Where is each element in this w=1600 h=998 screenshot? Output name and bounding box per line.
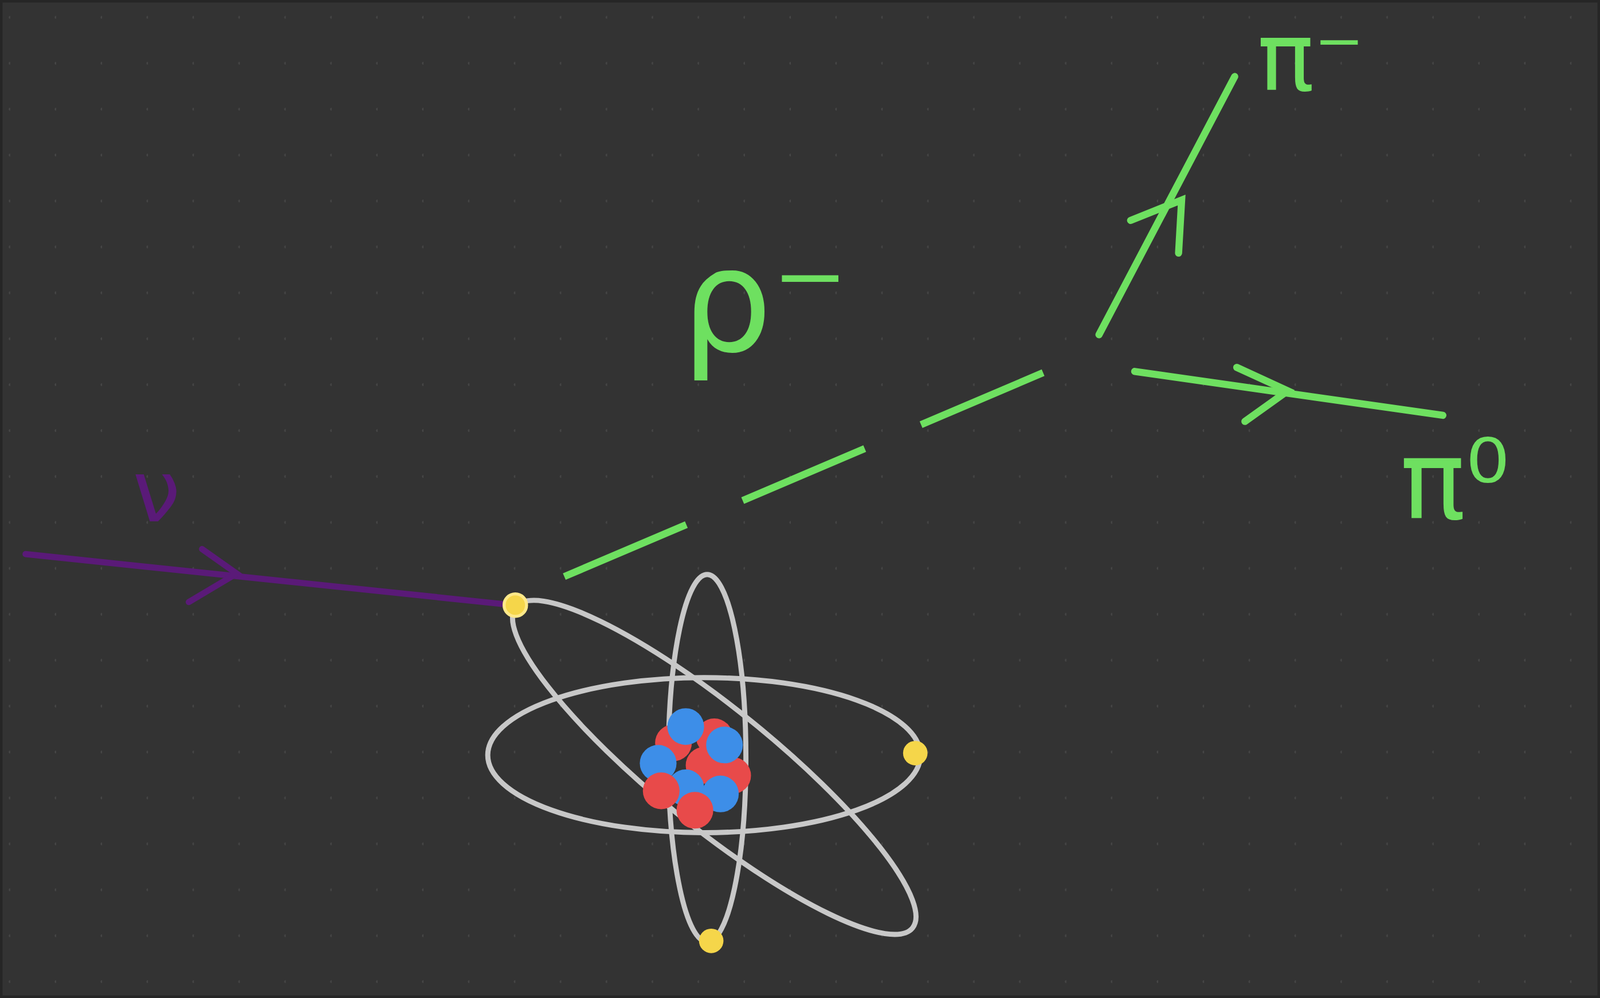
- pion-lines: [1099, 76, 1443, 422]
- nucleus: [639, 708, 751, 829]
- neutrino-line: [25, 548, 514, 606]
- electrons: [699, 740, 928, 954]
- particle-label: ρ⁻: [681, 229, 849, 374]
- interaction-vertex: [504, 594, 527, 617]
- particle-label: π⁻: [1257, 10, 1364, 105]
- particle-label: π⁰: [1400, 426, 1510, 536]
- particle-label: ν: [132, 448, 181, 535]
- rho-dashed-line: [564, 357, 1080, 577]
- atom-orbits: [478, 561, 950, 975]
